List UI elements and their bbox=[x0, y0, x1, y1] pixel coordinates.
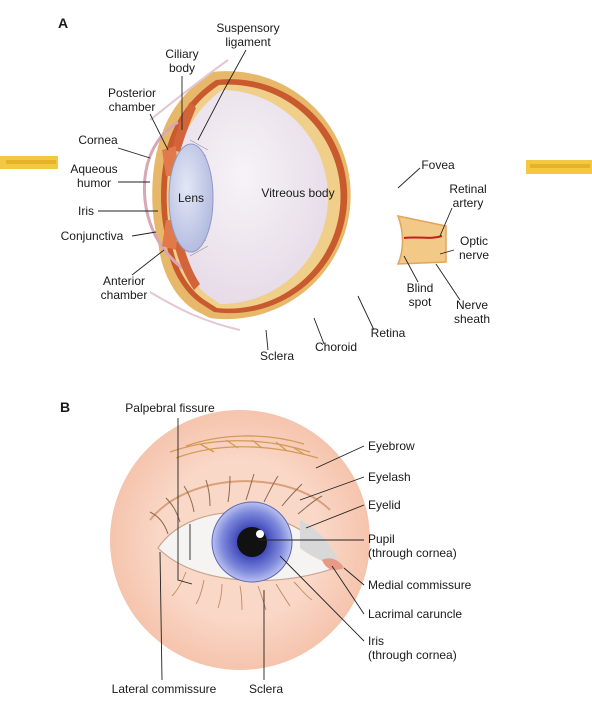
retinal-artery-label-2: artery bbox=[453, 196, 484, 210]
aqueous-humor-label-1: Aqueous bbox=[70, 162, 117, 176]
cornea-label: Cornea bbox=[78, 133, 118, 147]
lacrimal-caruncle bbox=[322, 558, 344, 570]
iris-label-a: Iris bbox=[78, 204, 94, 218]
fovea-label: Fovea bbox=[421, 158, 455, 172]
retinal-artery bbox=[403, 235, 443, 239]
ciliary-body-label-2: body bbox=[169, 61, 195, 75]
iris-label-b-2: (through cornea) bbox=[368, 648, 457, 662]
optic-nerve-label-2: nerve bbox=[459, 248, 489, 262]
eyebrow-label: Eyebrow bbox=[368, 439, 415, 453]
retina-label: Retina bbox=[371, 326, 406, 340]
panel-b-label: B bbox=[60, 399, 70, 415]
aqueous-humor-label-2: humor bbox=[77, 176, 111, 190]
vitreous-body bbox=[173, 90, 329, 305]
vitreous-body-label: Vitreous body bbox=[261, 186, 334, 200]
ciliary-body-upper bbox=[172, 102, 196, 152]
eyelash-label: Eyelash bbox=[368, 470, 411, 484]
panel-a-leader-lines bbox=[98, 49, 461, 351]
panel-b-leader-lines bbox=[159, 418, 365, 681]
eyelashes-lower bbox=[171, 571, 313, 611]
posterior-chamber-label-1: Posterior bbox=[108, 86, 156, 100]
sclera-label-a: Sclera bbox=[260, 349, 294, 363]
suspensory-ligament-label-2: ligament bbox=[225, 35, 271, 49]
palpebral-fissure-label: Palpebral fissure bbox=[125, 401, 215, 415]
nerve-sheath-label-2: sheath bbox=[454, 312, 490, 326]
left-decor-stroke bbox=[0, 156, 58, 169]
choroid-label: Choroid bbox=[315, 340, 357, 354]
ciliary-body-label-1: Ciliary bbox=[165, 47, 198, 61]
eyelid-crease bbox=[149, 480, 331, 521]
blind-spot-label-1: Blind bbox=[407, 281, 434, 295]
eyelid-label: Eyelid bbox=[368, 498, 401, 512]
blind-spot-label-2: spot bbox=[409, 295, 432, 309]
lacrimal-caruncle-label: Lacrimal caruncle bbox=[368, 607, 462, 621]
sclera-label-b: Sclera bbox=[249, 682, 283, 696]
conjunctiva-label: Conjunctiva bbox=[61, 229, 124, 243]
nerve-sheath-label-1: Nerve bbox=[456, 298, 488, 312]
eyelashes-upper bbox=[149, 473, 323, 535]
medial-commissure-label: Medial commissure bbox=[368, 578, 472, 592]
conjunctiva-fold bbox=[149, 59, 241, 331]
cornea-outline bbox=[142, 120, 183, 270]
right-decor-stroke bbox=[526, 160, 592, 174]
iris-label-b-1: Iris bbox=[368, 634, 384, 648]
posterior-chamber-label-2: chamber bbox=[109, 100, 156, 114]
panel-a-label: A bbox=[58, 15, 68, 31]
optic-nerve-label-1: Optic bbox=[460, 234, 488, 248]
suspensory-ligament-label-1: Suspensory bbox=[216, 21, 279, 35]
lens bbox=[168, 143, 214, 253]
sclera-shade bbox=[300, 520, 340, 566]
lens-label: Lens bbox=[178, 191, 204, 205]
pupil-label-1: Pupil bbox=[368, 532, 395, 546]
lateral-commissure-label: Lateral commissure bbox=[112, 682, 217, 696]
ciliary-body-lower bbox=[174, 240, 200, 290]
eyebrow bbox=[169, 435, 319, 459]
pupil-label-2: (through cornea) bbox=[368, 546, 457, 560]
optic-nerve bbox=[396, 214, 447, 265]
retinal-artery-label-1: Retinal bbox=[449, 182, 486, 196]
anterior-chamber-label-2: chamber bbox=[101, 288, 148, 302]
anterior-chamber-label-1: Anterior bbox=[103, 274, 145, 288]
pupil-highlight bbox=[256, 530, 264, 538]
